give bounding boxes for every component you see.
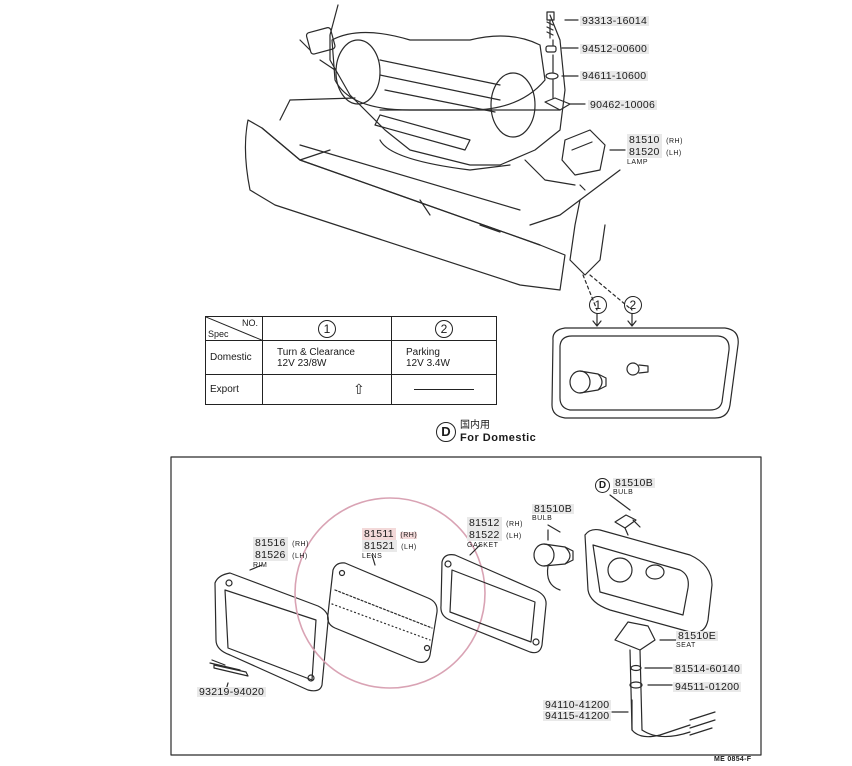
domestic-d-icon: D xyxy=(436,422,456,442)
lens-lh-number: 81521 xyxy=(362,540,397,552)
spec-export-col1: ⇧ xyxy=(262,374,392,405)
gasket-art xyxy=(440,554,547,654)
callout-1: 1 xyxy=(589,296,607,314)
rim-lh-number: 81526 xyxy=(253,549,288,561)
figure-code: ME 0854-F xyxy=(714,756,752,763)
lens-label: 81511 (RH) 81521 (LH) LENS xyxy=(362,528,418,561)
spec-header-no: NO. xyxy=(241,318,258,328)
part-number-94512-00600: 94512-00600 xyxy=(580,43,650,55)
bumper-art xyxy=(244,97,621,291)
lamp-lh-number: 81520 xyxy=(627,146,662,158)
rim-lh-suffix: (LH) xyxy=(292,553,308,560)
bulb-d-label: D 81510B BULB xyxy=(595,477,656,498)
lamp-rh-suffix: (RH) xyxy=(666,138,683,145)
part-number-93313-16014: 93313-16014 xyxy=(580,15,650,27)
bulb-d-icon: D xyxy=(595,478,610,493)
spec-header-diagonal xyxy=(206,317,264,341)
callout-arrows-art xyxy=(592,313,637,327)
bulb-name: BULB xyxy=(532,515,553,522)
socket-wiring-art xyxy=(611,621,716,738)
rim-rh-suffix: (RH) xyxy=(292,541,309,548)
rim-label: 81516 (RH) 81526 (LH) RIM xyxy=(253,537,309,570)
part-number-94511-01200: 94511-01200 xyxy=(673,681,742,693)
seat-label: 81510E SEAT xyxy=(676,630,719,651)
lens-art xyxy=(327,562,438,663)
callout-2: 2 xyxy=(624,296,642,314)
lens-rh-number: 81511 xyxy=(362,528,396,540)
bulb-part-number: 81510B xyxy=(532,503,575,515)
spec-row-domestic-label: Domestic xyxy=(205,340,263,375)
lens-name: LENS xyxy=(362,553,383,560)
rim-rh-number: 81516 xyxy=(253,537,288,549)
part-number-94110-41200: 94110-41200 xyxy=(543,699,612,711)
lens-rh-suffix: (RH) xyxy=(400,532,418,539)
rim-name: RIM xyxy=(253,562,268,569)
domestic-en-label: For Domestic xyxy=(460,432,537,444)
spec-col2-header: 2 xyxy=(391,316,497,341)
gasket-name: GASKET xyxy=(467,542,499,549)
domestic-heading: D 国内用 For Domestic xyxy=(436,420,536,444)
gasket-lh-number: 81522 xyxy=(467,529,502,541)
part-number-94611-10600: 94611-10600 xyxy=(580,70,649,82)
rim-art xyxy=(209,572,329,692)
gasket-lh-suffix: (LH) xyxy=(506,533,522,540)
seat-part-number: 81510E xyxy=(676,630,719,642)
spec-export-col2 xyxy=(391,374,497,405)
bulb-d-part-number: 81510B xyxy=(613,477,656,489)
spec-header-spec: Spec xyxy=(208,329,229,339)
hardware-stack-art xyxy=(544,11,626,151)
spec-row-export-label: Export xyxy=(205,374,263,405)
lamp-rh-number: 81510 xyxy=(627,134,662,146)
part-number-81514-60140: 81514-60140 xyxy=(673,663,743,675)
spec-header-cell: NO. Spec xyxy=(205,316,264,341)
part-number-94115-41200: 94115-41200 xyxy=(543,710,612,722)
gasket-rh-suffix: (RH) xyxy=(506,521,523,528)
bulb-label: 81510B BULB xyxy=(532,503,575,524)
lens-lh-suffix: (LH) xyxy=(401,544,417,551)
domestic-jp-label: 国内用 xyxy=(460,420,490,431)
lamp-housing-art xyxy=(584,514,713,634)
lamp-name: LAMP xyxy=(627,159,649,166)
bulb-d-name: BULB xyxy=(613,489,634,496)
grille-panel-art xyxy=(329,4,566,171)
exploded-view-frame xyxy=(170,456,762,756)
bulb-art xyxy=(533,529,574,591)
highlight-circle xyxy=(294,497,486,689)
left-grille-lamp-art xyxy=(299,27,336,71)
lamp-face-art xyxy=(551,327,739,419)
gasket-label: 81512 (RH) 81522 (LH) GASKET xyxy=(467,517,523,550)
seat-name: SEAT xyxy=(676,642,696,649)
part-number-93219-94020: 93219-94020 xyxy=(197,686,267,698)
leader-lines-art xyxy=(225,494,631,691)
spec-col1-header: 1 xyxy=(262,316,392,341)
bumper-lamp-art xyxy=(524,129,606,191)
gasket-rh-number: 81512 xyxy=(467,517,502,529)
lamp-lh-suffix: (LH) xyxy=(666,150,682,157)
lamp-label: 81510 (RH) 81520 (LH) LAMP xyxy=(627,134,683,167)
part-number-90462-10006: 90462-10006 xyxy=(588,99,658,111)
